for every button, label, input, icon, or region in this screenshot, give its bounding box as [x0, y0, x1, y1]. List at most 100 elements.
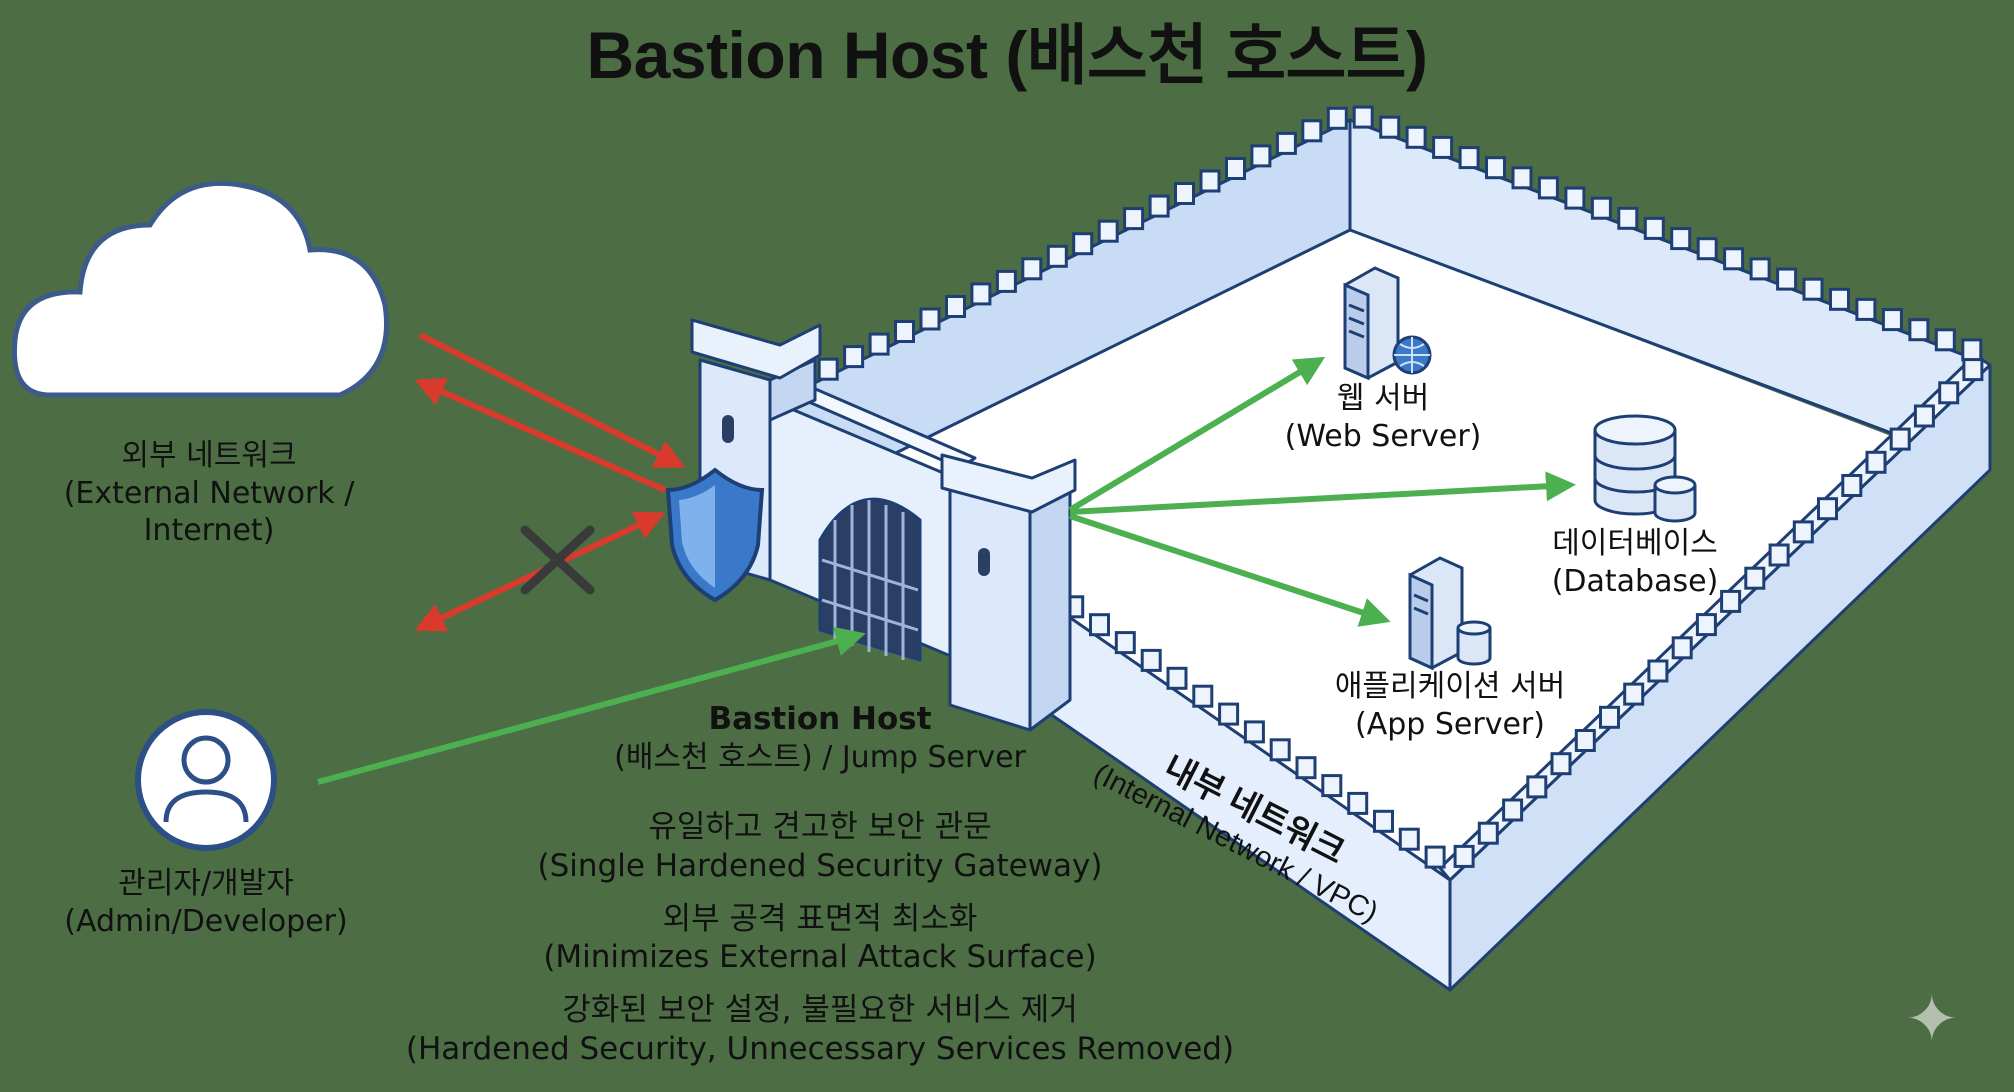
app-server-label: 애플리케이션 서버 (App Server)	[1290, 668, 1610, 743]
merlon	[1619, 208, 1637, 228]
merlon	[1323, 776, 1341, 796]
merlon	[1201, 171, 1219, 191]
feature-ko: 외부 공격 표면적 최소화	[400, 900, 1240, 939]
cloud-icon	[14, 183, 386, 395]
merlon	[1883, 310, 1901, 330]
admin-ko: 관리자/개발자	[40, 865, 372, 903]
merlon	[1354, 107, 1372, 127]
right-tower-side	[1030, 485, 1070, 730]
merlon	[1455, 846, 1473, 866]
merlon	[845, 347, 863, 367]
app-server-ko: 애플리케이션 서버	[1290, 668, 1610, 706]
feature-item: 유일하고 견고한 보안 관문 (Single Hardened Security…	[400, 808, 1240, 886]
merlon	[921, 309, 939, 329]
bastion-host-sub: (배스천 호스트) / Jump Server	[560, 739, 1080, 777]
gate-portcullis	[822, 500, 918, 660]
merlon	[1751, 259, 1769, 279]
blocked-x-icon	[525, 530, 590, 590]
feature-ko: 유일하고 견고한 보안 관문	[400, 808, 1240, 847]
merlon	[870, 334, 888, 354]
web-server-ko: 웹 서버	[1258, 380, 1508, 418]
merlon	[1843, 476, 1861, 496]
merlon	[1125, 209, 1143, 229]
merlon	[1245, 722, 1263, 742]
merlon	[1625, 684, 1643, 704]
merlon	[1220, 704, 1238, 724]
merlon	[1645, 218, 1663, 238]
merlon	[1867, 452, 1885, 472]
merlon	[1673, 638, 1691, 658]
merlon	[1770, 545, 1788, 565]
merlon	[1940, 383, 1958, 403]
admin-en: (Admin/Developer)	[40, 903, 372, 941]
feature-ko: 강화된 보안 설정, 불필요한 서비스 제거	[400, 991, 1240, 1030]
merlon	[1074, 234, 1092, 254]
merlon	[1168, 668, 1186, 688]
merlon	[1328, 108, 1346, 128]
merlon	[1091, 615, 1109, 635]
merlon	[1194, 686, 1212, 706]
merlon	[1963, 340, 1981, 360]
merlon	[1252, 146, 1270, 166]
page-title: Bastion Host (배스천 호스트)	[0, 2, 2014, 98]
merlon	[947, 297, 965, 317]
merlon	[1915, 406, 1933, 426]
merlon	[1227, 159, 1245, 179]
database-ko: 데이터베이스	[1510, 525, 1760, 563]
feature-en: (Hardened Security, Unnecessary Services…	[400, 1030, 1240, 1069]
merlon	[1479, 823, 1497, 843]
merlon	[1434, 137, 1452, 157]
merlon	[1910, 320, 1928, 340]
merlon	[1504, 800, 1522, 820]
merlon	[1487, 158, 1505, 178]
merlon	[1552, 754, 1570, 774]
feature-item: 외부 공격 표면적 최소화 (Minimizes External Attack…	[400, 900, 1240, 978]
feature-en: (Single Hardened Security Gateway)	[400, 847, 1240, 886]
merlon	[1303, 121, 1321, 141]
merlon	[1349, 793, 1367, 813]
merlon	[1778, 269, 1796, 289]
external-network-en: (External Network / Internet)	[0, 475, 418, 550]
shield-icon	[668, 470, 762, 600]
merlon	[1271, 740, 1289, 760]
merlon	[1528, 777, 1546, 797]
merlon	[1672, 229, 1690, 249]
merlon	[1698, 239, 1716, 259]
bastion-host-name: Bastion Host	[560, 700, 1080, 739]
web-server-en: (Web Server)	[1258, 418, 1508, 456]
merlon	[896, 322, 914, 342]
merlon	[1697, 615, 1715, 635]
web-server-label: 웹 서버 (Web Server)	[1258, 380, 1508, 455]
merlon	[1725, 249, 1743, 269]
right-tower-window	[978, 548, 990, 576]
admin-avatar-icon	[138, 712, 274, 848]
merlon	[1794, 522, 1812, 542]
feature-item: 강화된 보안 설정, 불필요한 서비스 제거 (Hardened Securit…	[400, 991, 1240, 1069]
app-server-en: (App Server)	[1290, 706, 1610, 744]
database-label: 데이터베이스 (Database)	[1510, 525, 1760, 600]
merlon	[1116, 633, 1134, 653]
external-network-label: 외부 네트워크 (External Network / Internet)	[0, 437, 418, 550]
admin-label: 관리자/개발자 (Admin/Developer)	[40, 865, 372, 940]
left-tower-window	[722, 415, 734, 443]
merlon	[1407, 127, 1425, 147]
merlon	[997, 271, 1015, 291]
merlon	[1831, 289, 1849, 309]
feature-en: (Minimizes External Attack Surface)	[400, 938, 1240, 977]
merlon	[1513, 168, 1531, 188]
merlon	[1297, 758, 1315, 778]
merlon	[1176, 184, 1194, 204]
sparkle-icon: ✦	[1905, 985, 1955, 1055]
database-en: (Database)	[1510, 563, 1760, 601]
merlon	[1426, 847, 1444, 867]
merlon	[1048, 246, 1066, 266]
external-network-ko: 외부 네트워크	[0, 437, 418, 475]
merlon	[1936, 330, 1954, 350]
merlon	[1566, 188, 1584, 208]
merlon	[1150, 196, 1168, 216]
bastion-host-label: Bastion Host (배스천 호스트) / Jump Server	[560, 700, 1080, 776]
merlon	[1891, 429, 1909, 449]
merlon	[1375, 811, 1393, 831]
merlon	[1804, 279, 1822, 299]
merlon	[819, 359, 837, 379]
